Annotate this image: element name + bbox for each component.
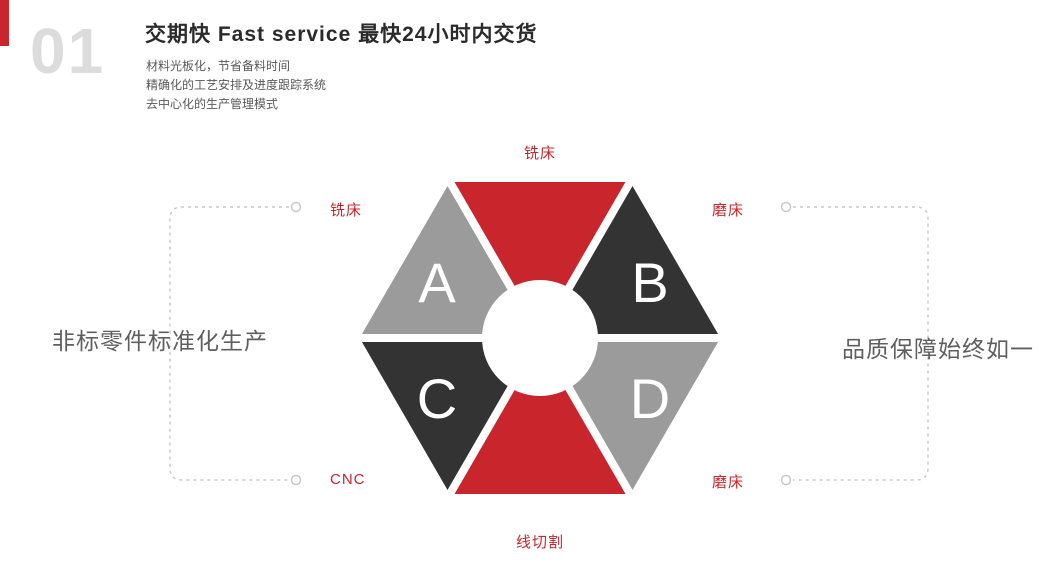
connector-dot xyxy=(780,474,792,486)
connector-dot xyxy=(290,474,302,486)
segment-letter-c: C xyxy=(417,367,457,430)
label-grinding-right: 磨床 xyxy=(712,202,745,219)
corner-accent-bar xyxy=(0,0,9,46)
left-caption: 非标零件标准化生产 xyxy=(52,328,268,354)
label-wirecut: 线切割 xyxy=(515,534,564,551)
connector-dot xyxy=(780,201,792,213)
label-milling-top: 铣床 xyxy=(523,145,556,162)
right-dashed-bracket xyxy=(793,206,929,481)
page-title: 交期快 Fast service 最快24小时内交货 xyxy=(145,23,538,46)
subtitle-line: 去中心化的生产管理模式 xyxy=(146,97,279,111)
right-caption: 品质保障始终如一 xyxy=(842,336,1034,362)
center-hub xyxy=(482,280,598,396)
segment-upper-left xyxy=(348,170,547,342)
label-milling-left: 铣床 xyxy=(330,202,363,219)
label-cnc: CNC xyxy=(330,471,366,488)
segment-letter-b: B xyxy=(631,251,668,314)
label-grinding-bottom: 磨床 xyxy=(712,474,745,491)
connector-dot xyxy=(290,201,302,213)
segment-letter-a: A xyxy=(418,251,456,314)
subtitle-line: 精确化的工艺安排及进度跟踪系统 xyxy=(146,78,327,92)
section-number: 01 xyxy=(30,15,106,87)
subtitle-line: 材料光板化，节省备料时间 xyxy=(146,59,291,73)
segment-letter-d: D xyxy=(630,367,670,430)
